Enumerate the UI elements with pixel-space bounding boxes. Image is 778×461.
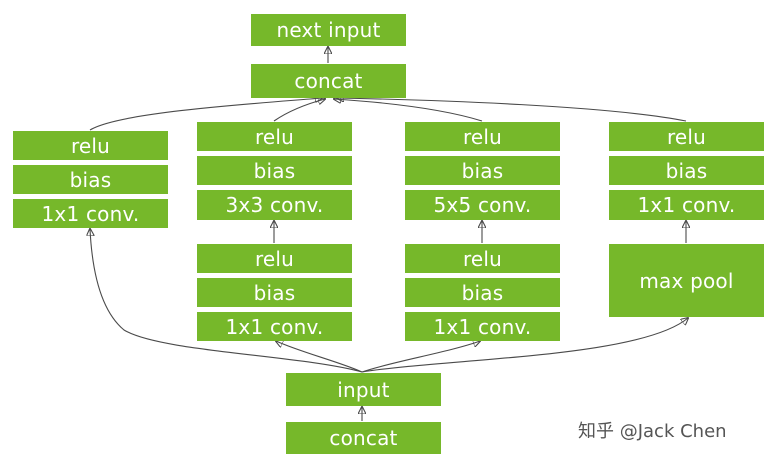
- watermark-text: 知乎 @Jack Chen: [578, 421, 727, 442]
- branch3-relu2-box: relu: [405, 244, 560, 273]
- branch3-relu-box: relu: [405, 122, 560, 151]
- branch2-1x1-conv-box: 1x1 conv.: [197, 312, 352, 341]
- arrow-input-to-b3: [361, 341, 480, 373]
- branch4-1x1-conv-box: 1x1 conv.: [609, 190, 764, 220]
- arrow-b2-to-concat: [273, 99, 325, 122]
- arrow-b1-to-concat: [89, 98, 322, 131]
- branch2-relu2-box: relu: [197, 244, 352, 273]
- input-box: input: [286, 373, 441, 406]
- branch2-relu-box: relu: [197, 122, 352, 151]
- branch3-bias2-box: bias: [405, 278, 560, 307]
- bottom-concat-box: concat: [286, 422, 441, 454]
- branch4-relu-box: relu: [609, 122, 764, 151]
- branch1-1x1-conv-box: 1x1 conv.: [13, 199, 168, 228]
- branch3-1x1-conv-box: 1x1 conv.: [405, 312, 560, 341]
- branch4-bias-box: bias: [609, 156, 764, 185]
- arrow-input-to-b1: [90, 229, 363, 373]
- branch1-relu-box: relu: [13, 131, 168, 160]
- arrow-input-to-b2: [276, 341, 363, 373]
- branch3-5x5-conv-box: 5x5 conv.: [405, 190, 560, 220]
- arrow-b3-to-concat: [334, 99, 483, 122]
- branch2-bias2-box: bias: [197, 278, 352, 307]
- branch2-bias-box: bias: [197, 156, 352, 185]
- branch2-3x3-conv-box: 3x3 conv.: [197, 190, 352, 220]
- branch4-max-pool-box: max pool: [609, 244, 764, 317]
- branch1-bias-box: bias: [13, 165, 168, 194]
- arrow-input-to-b4: [361, 318, 688, 373]
- next-input-box: next input: [251, 14, 406, 46]
- arrow-b4-to-concat: [337, 98, 687, 122]
- branch3-bias-box: bias: [405, 156, 560, 185]
- top-concat-box: concat: [251, 64, 406, 98]
